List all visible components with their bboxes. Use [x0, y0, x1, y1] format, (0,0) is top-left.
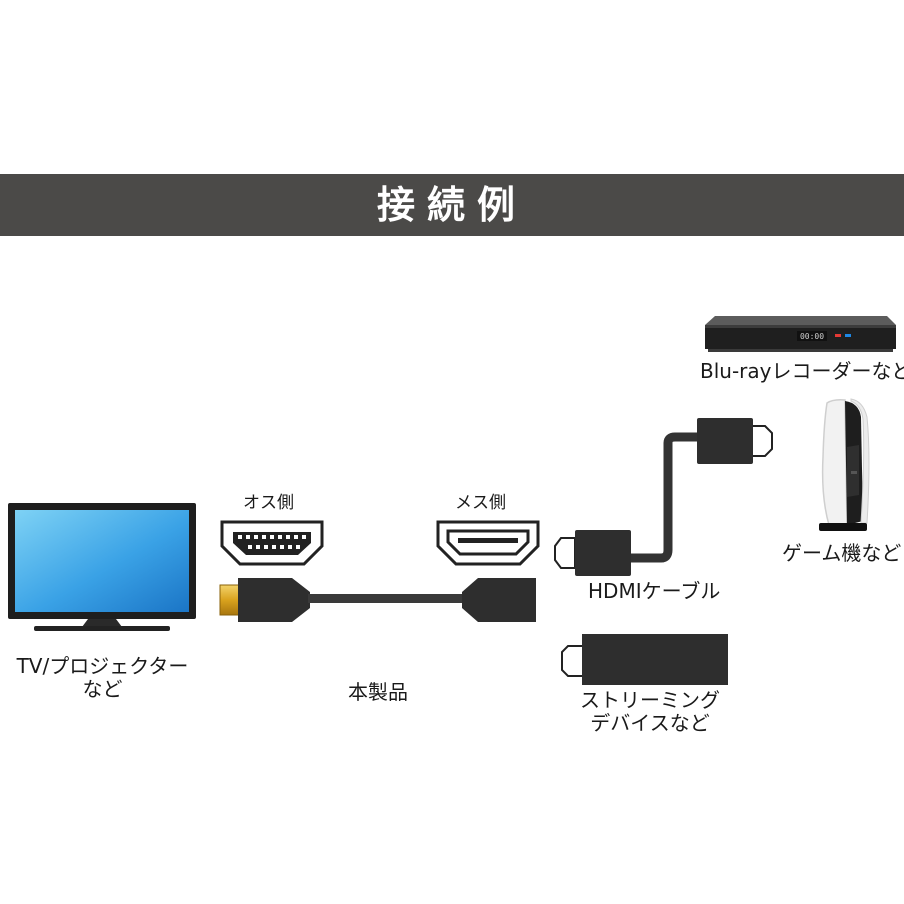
- hdmi-cable-icon: [554, 418, 773, 576]
- streaming-label-line2: デバイスなど: [590, 711, 710, 735]
- tv-label-line2: など: [82, 677, 123, 701]
- tv-label-line1: TV/プロジェクター: [16, 654, 189, 678]
- female-side-label: メス側: [455, 493, 506, 513]
- streaming-stick-icon: [561, 634, 728, 685]
- header-banner: 接続例: [0, 174, 904, 236]
- hdmi-female-port-icon: [436, 520, 540, 566]
- bluray-recorder-icon: 00:00: [705, 316, 896, 352]
- streaming-label-line1: ストリーミング: [580, 688, 720, 712]
- game-console-icon: [819, 398, 870, 531]
- hdmi-male-port-icon: [220, 520, 324, 566]
- tv-label: TV/プロジェクター など: [0, 655, 205, 701]
- product-label: 本製品: [348, 680, 408, 704]
- tv-icon: [8, 503, 196, 631]
- game-console-label: ゲーム機など: [782, 541, 902, 565]
- hdmi-cable-label: HDMIケーブル: [588, 579, 721, 603]
- streaming-label: ストリーミング デバイスなど: [560, 689, 740, 735]
- male-side-label: オス側: [243, 493, 294, 513]
- page-title: 接続例: [376, 183, 527, 227]
- bluray-label: Blu-rayレコーダーなど: [700, 359, 904, 383]
- bluray-display-text: 00:00: [800, 332, 824, 341]
- product-cable-icon: [219, 578, 536, 622]
